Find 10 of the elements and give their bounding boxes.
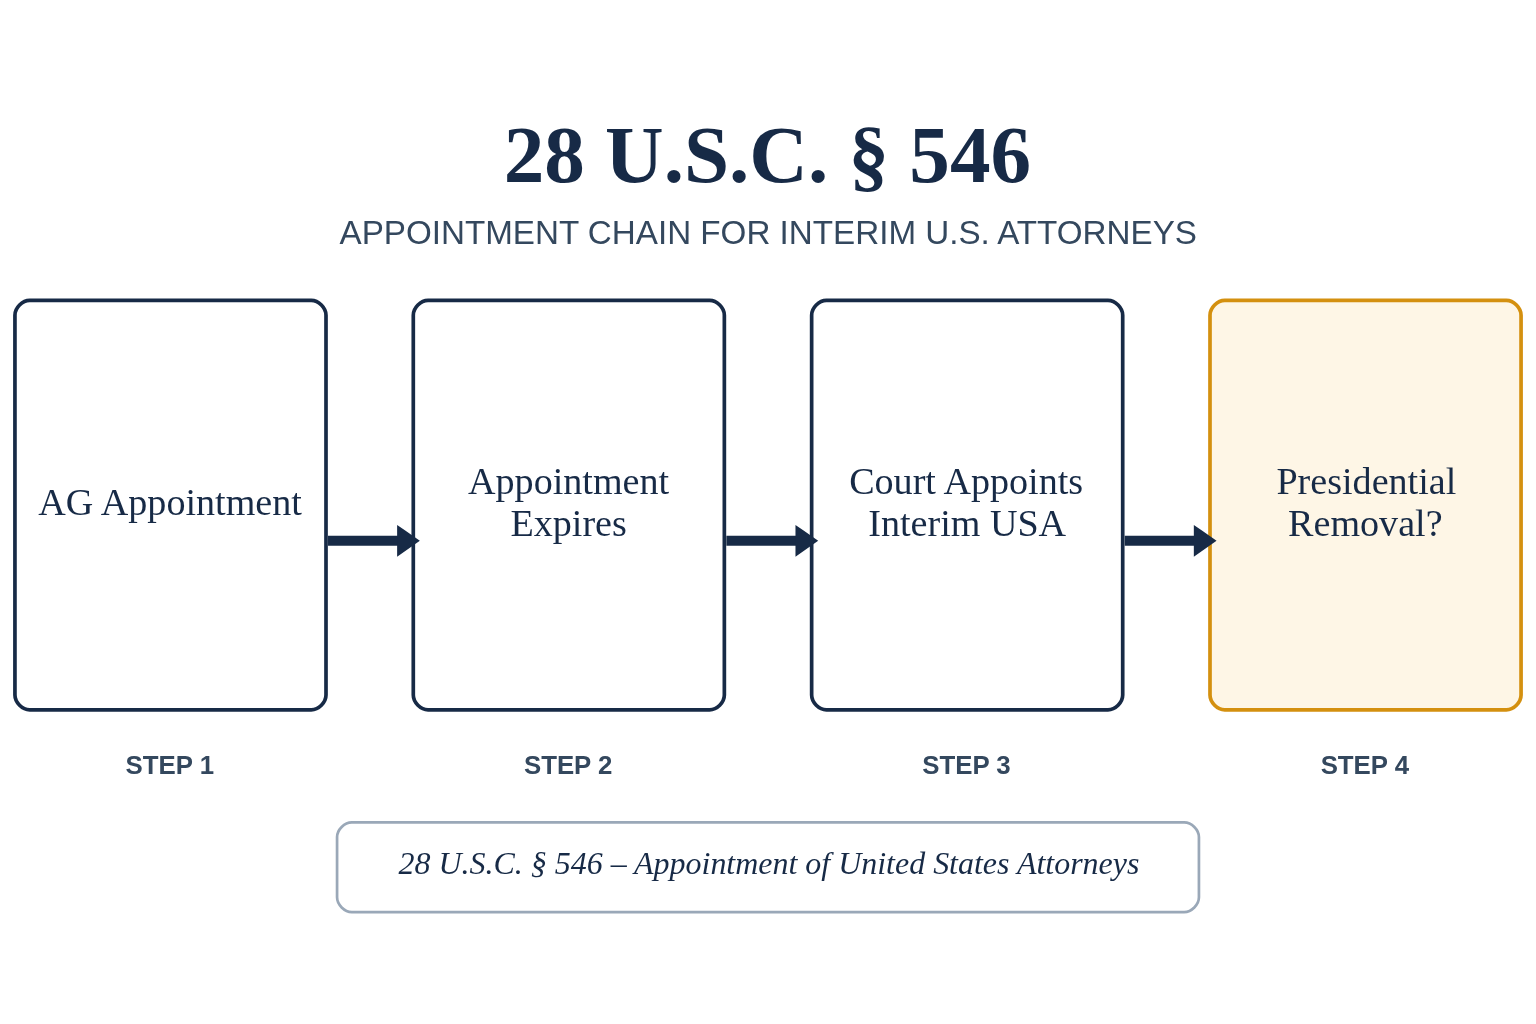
node-label: STEP 3 [922,750,1011,779]
node-label: STEP 2 [523,750,613,779]
diagram-title: 28 U.S.C. § 546 [503,109,1032,200]
node-label: STEP 1 [125,750,215,779]
label: APPOINTMENT CHAIN FOR INTERIM U.S. ATTORNEYS [339,213,1197,251]
arrow [328,524,420,557]
arrow [1124,524,1217,557]
node-box: 28 U.S.C. § 546 – Appointment of United States Attorneys [335,820,1201,913]
node-label: STEP 4 [1320,750,1410,779]
arrow [726,524,819,557]
